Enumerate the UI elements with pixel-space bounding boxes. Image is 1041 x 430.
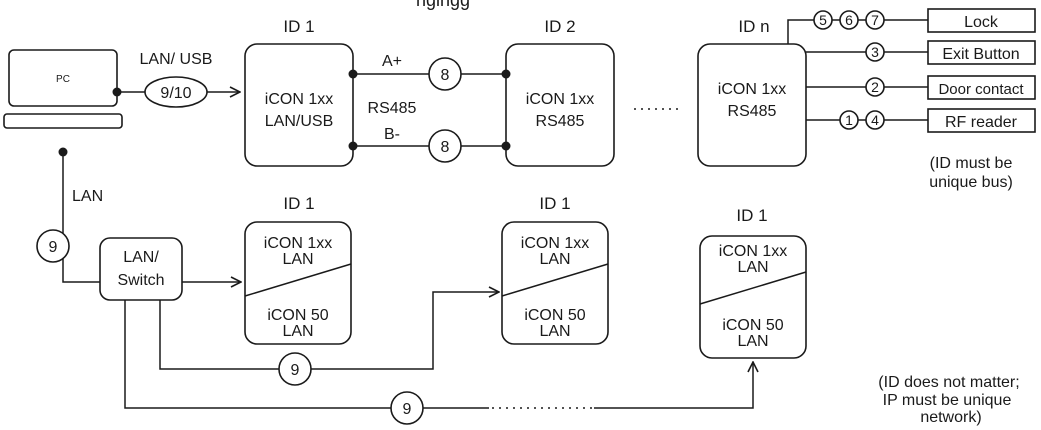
lock-label: Lock [964,14,999,31]
net-node-a-top1: iCON 1xx [264,235,332,252]
net-node-a-bot2: LAN [282,323,313,340]
door-device-box [927,75,1036,100]
switch-to-node-c [124,300,489,409]
badge-9-pc-switch-label: 9 [49,239,58,256]
bus-b-label: B- [384,126,400,143]
idn-box-line1: iCON 1xx [718,81,786,98]
id2-box-line2: RS485 [536,113,585,130]
switch-line1: LAN/ [123,249,159,266]
net-node-c-top1: iCON 1xx [719,243,787,260]
door-num: 2 [871,79,879,95]
note-net-line2: IP must be unique [883,392,1012,409]
id1-box-line2: LAN/USB [265,113,333,130]
pc-icon [3,49,123,129]
pc-port-dot [112,87,122,97]
badge-9-node-c [390,391,424,425]
id2-b-dot [501,141,511,151]
bus-a-label: A+ [382,53,402,70]
rf-num-1: 1 [845,112,853,128]
note-net-line3: network) [920,409,981,426]
lan-label: LAN [72,188,103,205]
door-label: Door contact [938,81,1024,98]
net-node-b-top2: LAN [539,251,570,268]
pc-label: PC [56,74,70,85]
note-net-line1: (ID does not matter; [878,374,1019,391]
lock-num-1: 5 [819,12,827,28]
note-bus-line1: (ID must be [930,155,1013,172]
id2-a-dot [501,69,511,79]
lan-switch-box [99,237,183,301]
rf-device-box [927,108,1036,133]
exit-label: Exit Button [942,46,1019,63]
net-node-b-bot1: iCON 50 [524,307,585,324]
net-node-a-bot1: iCON 50 [267,307,328,324]
id1-lanusb-box [244,43,354,167]
lock-wire [787,19,814,44]
switch-to-node-b [159,292,499,370]
badge-9-10 [144,76,208,108]
note-bus-line2: unique bus) [929,174,1013,191]
lock-device-box [927,8,1036,33]
badge-9-pc-switch [36,229,70,263]
idn-box-line2: RS485 [728,103,777,120]
rs485-label: RS485 [368,100,417,117]
rf-label: RF reader [945,114,1018,131]
lan-usb-label: LAN/ USB [140,51,213,68]
net-node-c-box [699,235,807,359]
id1-box-line1: iCON 1xx [265,91,333,108]
badge-8-b-label: 8 [441,139,450,156]
switch-to-node-c-end [594,362,753,409]
id2-rs485-box [505,43,615,167]
badge-8-b [428,129,462,163]
switch-line2: Switch [117,272,164,289]
id1-a-dot [348,69,358,79]
net-node-a-divider [244,263,352,297]
net-node-b-box [501,221,609,345]
net-node-b-id: ID 1 [539,194,570,213]
net-node-a-box [244,221,352,345]
title-fragment: ngingg [416,0,470,10]
lock-num-2: 6 [845,12,853,28]
net-node-b-bot2: LAN [539,323,570,340]
badge-9-node-c-label: 9 [403,401,412,418]
badge-8-a [428,57,462,91]
net-node-c-top2: LAN [737,259,768,276]
net-node-b-divider [501,263,609,297]
idn-rs485-box [697,43,807,167]
net-node-c-bot1: iCON 50 [722,317,783,334]
lock-num-3: 7 [871,12,879,28]
pc-to-switch-line [62,152,100,283]
badge-8-a-label: 8 [441,67,450,84]
exit-num: 3 [871,44,879,60]
idn-bus-id: ID n [738,17,769,36]
net-node-c-bot2: LAN [737,333,768,350]
badge-9-node-b [278,352,312,386]
id1-bus-id: ID 1 [283,17,314,36]
net-node-b-top1: iCON 1xx [521,235,589,252]
net-node-a-id: ID 1 [283,194,314,213]
badge-9-10-label: 9/10 [160,85,191,102]
net-node-c-id: ID 1 [736,206,767,225]
net-node-a-top2: LAN [282,251,313,268]
id2-bus-id: ID 2 [544,17,575,36]
net-node-c-divider [699,271,807,305]
badge-9-node-b-label: 9 [291,362,300,379]
rf-num-2: 4 [871,112,879,128]
id2-box-line1: iCON 1xx [526,91,594,108]
exit-device-box [927,40,1036,65]
id1-b-dot [348,141,358,151]
